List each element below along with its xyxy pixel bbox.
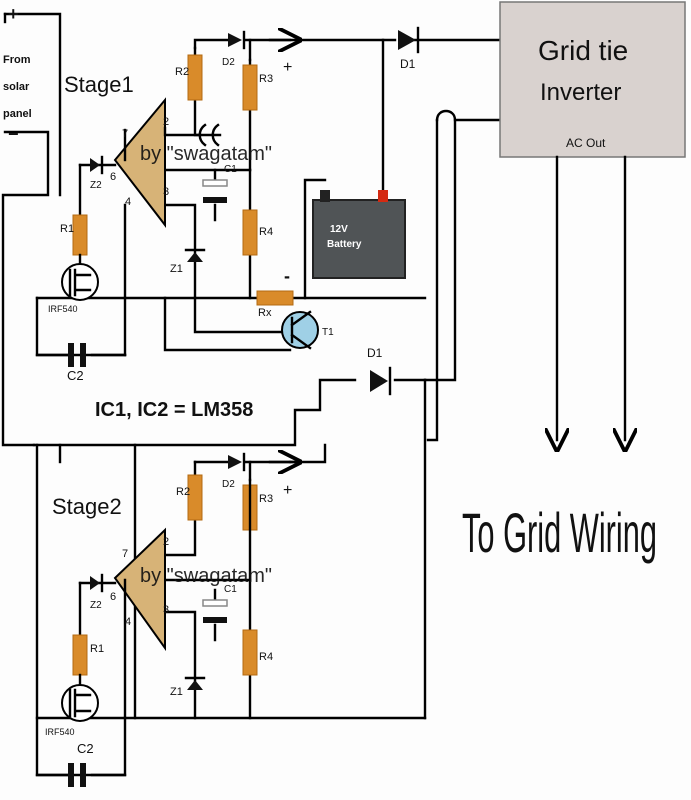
stage1-mosfet-label: IRF540 bbox=[48, 304, 78, 314]
stage2-r1-label: R1 bbox=[90, 643, 104, 655]
stage2-r3-label: R3 bbox=[259, 493, 273, 505]
stage1-r4-label: R4 bbox=[259, 226, 273, 238]
stage1-rx bbox=[256, 290, 294, 306]
stage2-d2 bbox=[228, 455, 242, 469]
stage2-r4-label: R4 bbox=[259, 651, 273, 663]
stage1-d2-label: D2 bbox=[222, 57, 235, 68]
stage2-c1-label: C1 bbox=[224, 584, 237, 595]
solar-plus: + bbox=[8, 4, 19, 24]
stage2-z1-symbol bbox=[187, 680, 203, 690]
solar-label-3: panel bbox=[3, 108, 32, 120]
stage1-d1-lower-label: D1 bbox=[367, 346, 383, 360]
stage2-r2-label: R2 bbox=[176, 486, 190, 498]
stage2-pin3: 3 bbox=[163, 604, 169, 616]
stage2-opamp bbox=[113, 527, 166, 652]
main-wiring bbox=[1, 12, 502, 777]
stage1-c2-label: C2 bbox=[67, 368, 84, 383]
stage2-c1-plate bbox=[202, 599, 228, 607]
stage2-r1 bbox=[72, 634, 88, 676]
stage2-r4 bbox=[242, 629, 258, 676]
stage1-r4 bbox=[242, 209, 258, 256]
stage1-r2 bbox=[187, 54, 203, 101]
stage1-rx-label: Rx bbox=[258, 307, 272, 319]
ic-note: IC1, IC2 = LM358 bbox=[95, 399, 253, 421]
stage1-z2-symbol bbox=[90, 158, 100, 172]
stage1-z1-symbol bbox=[187, 252, 203, 262]
stage1 bbox=[35, 26, 420, 396]
battery bbox=[312, 190, 406, 279]
stage1-d1 bbox=[398, 30, 416, 50]
stage1-r1-label: R1 bbox=[60, 223, 74, 235]
stage1-pin2: 2 bbox=[163, 116, 169, 128]
stage2-z1-label: Z1 bbox=[170, 686, 183, 698]
stage1-watermark: by "swagatam" bbox=[140, 143, 272, 165]
battery-minus: - bbox=[284, 266, 290, 286]
stage2-r2 bbox=[187, 474, 203, 521]
stage1-t1-label: T1 bbox=[322, 327, 334, 338]
stage1-z2-label: Z2 bbox=[90, 180, 102, 191]
stage1-r2-label: R2 bbox=[175, 66, 189, 78]
stage1-z1-label: Z1 bbox=[170, 263, 183, 275]
solar-label-2: solar bbox=[3, 81, 30, 93]
stage1-r1 bbox=[72, 214, 88, 256]
stage2-pin7: 7 bbox=[122, 548, 128, 560]
stage2-z2-symbol bbox=[90, 576, 100, 590]
solar-minus: − bbox=[8, 124, 19, 144]
stage1-title: Stage1 bbox=[64, 72, 134, 97]
inverter-ac-out: AC Out bbox=[566, 136, 606, 150]
stage1-d1-lower bbox=[370, 370, 388, 392]
stage2-mosfet-label: IRF540 bbox=[45, 727, 75, 737]
stage2-pin2: 2 bbox=[163, 536, 169, 548]
stage1-pin4: 4 bbox=[125, 196, 131, 208]
stage2-pin6: 6 bbox=[110, 591, 116, 603]
stage1-r3-label: R3 bbox=[259, 73, 273, 85]
stage1-d2 bbox=[228, 33, 242, 47]
battery-label-2: Battery bbox=[327, 239, 362, 250]
inverter-box bbox=[499, 1, 686, 158]
stage1-pin6: 6 bbox=[110, 171, 116, 183]
stage2-mosfet bbox=[61, 684, 99, 722]
stage1-d1-label: D1 bbox=[400, 57, 416, 71]
inverter-title-1: Grid tie bbox=[538, 35, 628, 66]
stage2-title: Stage2 bbox=[52, 494, 122, 519]
stage1-opamp bbox=[113, 97, 166, 228]
solar-label-1: From bbox=[3, 54, 31, 66]
stage2 bbox=[35, 454, 290, 787]
stage2-c2 bbox=[68, 763, 74, 787]
stage2-plus: + bbox=[283, 482, 292, 499]
stage2-pin4: 4 bbox=[125, 616, 131, 628]
stage2-watermark: by "swagatam" bbox=[140, 565, 272, 587]
stage2-c2-label: C2 bbox=[77, 741, 94, 756]
stage1-pin7: 7 bbox=[122, 128, 128, 140]
stage1-pin3: 3 bbox=[163, 186, 169, 198]
stage2-z2-label: Z2 bbox=[90, 600, 102, 611]
stage1-c2 bbox=[68, 343, 74, 367]
stage1-c1-plate bbox=[202, 179, 228, 187]
grid-label: To Grid Wiring bbox=[462, 501, 657, 564]
battery-label-1: 12V bbox=[330, 224, 348, 235]
stage1-c1-label: C1 bbox=[224, 164, 237, 175]
stage1-plus: + bbox=[283, 59, 292, 76]
stage1-mosfet bbox=[61, 263, 99, 301]
stage1-r3 bbox=[242, 64, 258, 111]
stage2-d2-label: D2 bbox=[222, 479, 235, 490]
inverter-title-2: Inverter bbox=[540, 79, 621, 106]
labels: + − From solar panel Stage1 R2 R3 R4 R1 … bbox=[3, 4, 657, 756]
stage1-t1 bbox=[281, 311, 319, 349]
stage1-c1-plate-neg bbox=[203, 197, 227, 203]
